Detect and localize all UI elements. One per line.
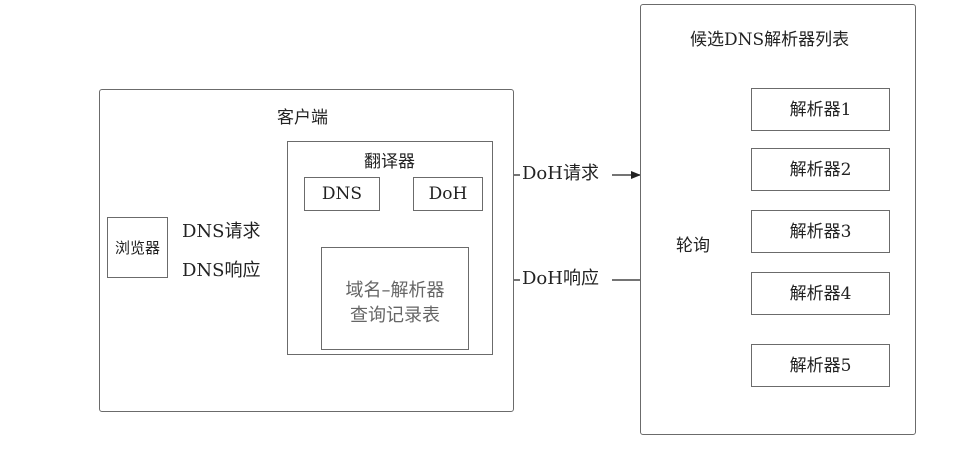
browser-label: 浏览器 <box>114 238 160 257</box>
resolver-label: 解析器1 <box>789 99 852 120</box>
resolver-list-title: 候选DNS解析器列表 <box>690 30 850 50</box>
resolver-label: 解析器5 <box>789 355 852 376</box>
doh-box: DoH <box>413 177 483 211</box>
dns-box-label: DNS <box>321 184 363 204</box>
resolver-label: 解析器2 <box>789 159 852 180</box>
doh-request-label: DoH请求 <box>522 163 599 184</box>
table-label-line2: 查询记录表 <box>350 305 440 326</box>
translator-title: 翻译器 <box>364 152 415 172</box>
doh-box-label: DoH <box>428 184 468 204</box>
polling-label: 轮询 <box>676 236 710 256</box>
dns-response-label: DNS响应 <box>182 260 261 281</box>
browser-box: 浏览器 <box>107 217 168 278</box>
client-title: 客户端 <box>277 108 328 128</box>
resolver-box-4: 解析器4 <box>751 272 890 315</box>
resolver-box-1: 解析器1 <box>751 88 890 131</box>
table-label-line1: 域名–解析器 <box>345 280 445 301</box>
resolver-box-3: 解析器3 <box>751 210 890 253</box>
domain-resolver-table-box: 域名–解析器 查询记录表 <box>321 247 469 350</box>
resolver-label: 解析器4 <box>789 283 852 304</box>
resolver-box-2: 解析器2 <box>751 148 890 191</box>
resolver-label: 解析器3 <box>789 221 852 242</box>
resolver-box-5: 解析器5 <box>751 344 890 387</box>
doh-response-label: DoH响应 <box>522 268 599 289</box>
dns-request-label: DNS请求 <box>182 221 261 242</box>
dns-box: DNS <box>304 177 380 211</box>
